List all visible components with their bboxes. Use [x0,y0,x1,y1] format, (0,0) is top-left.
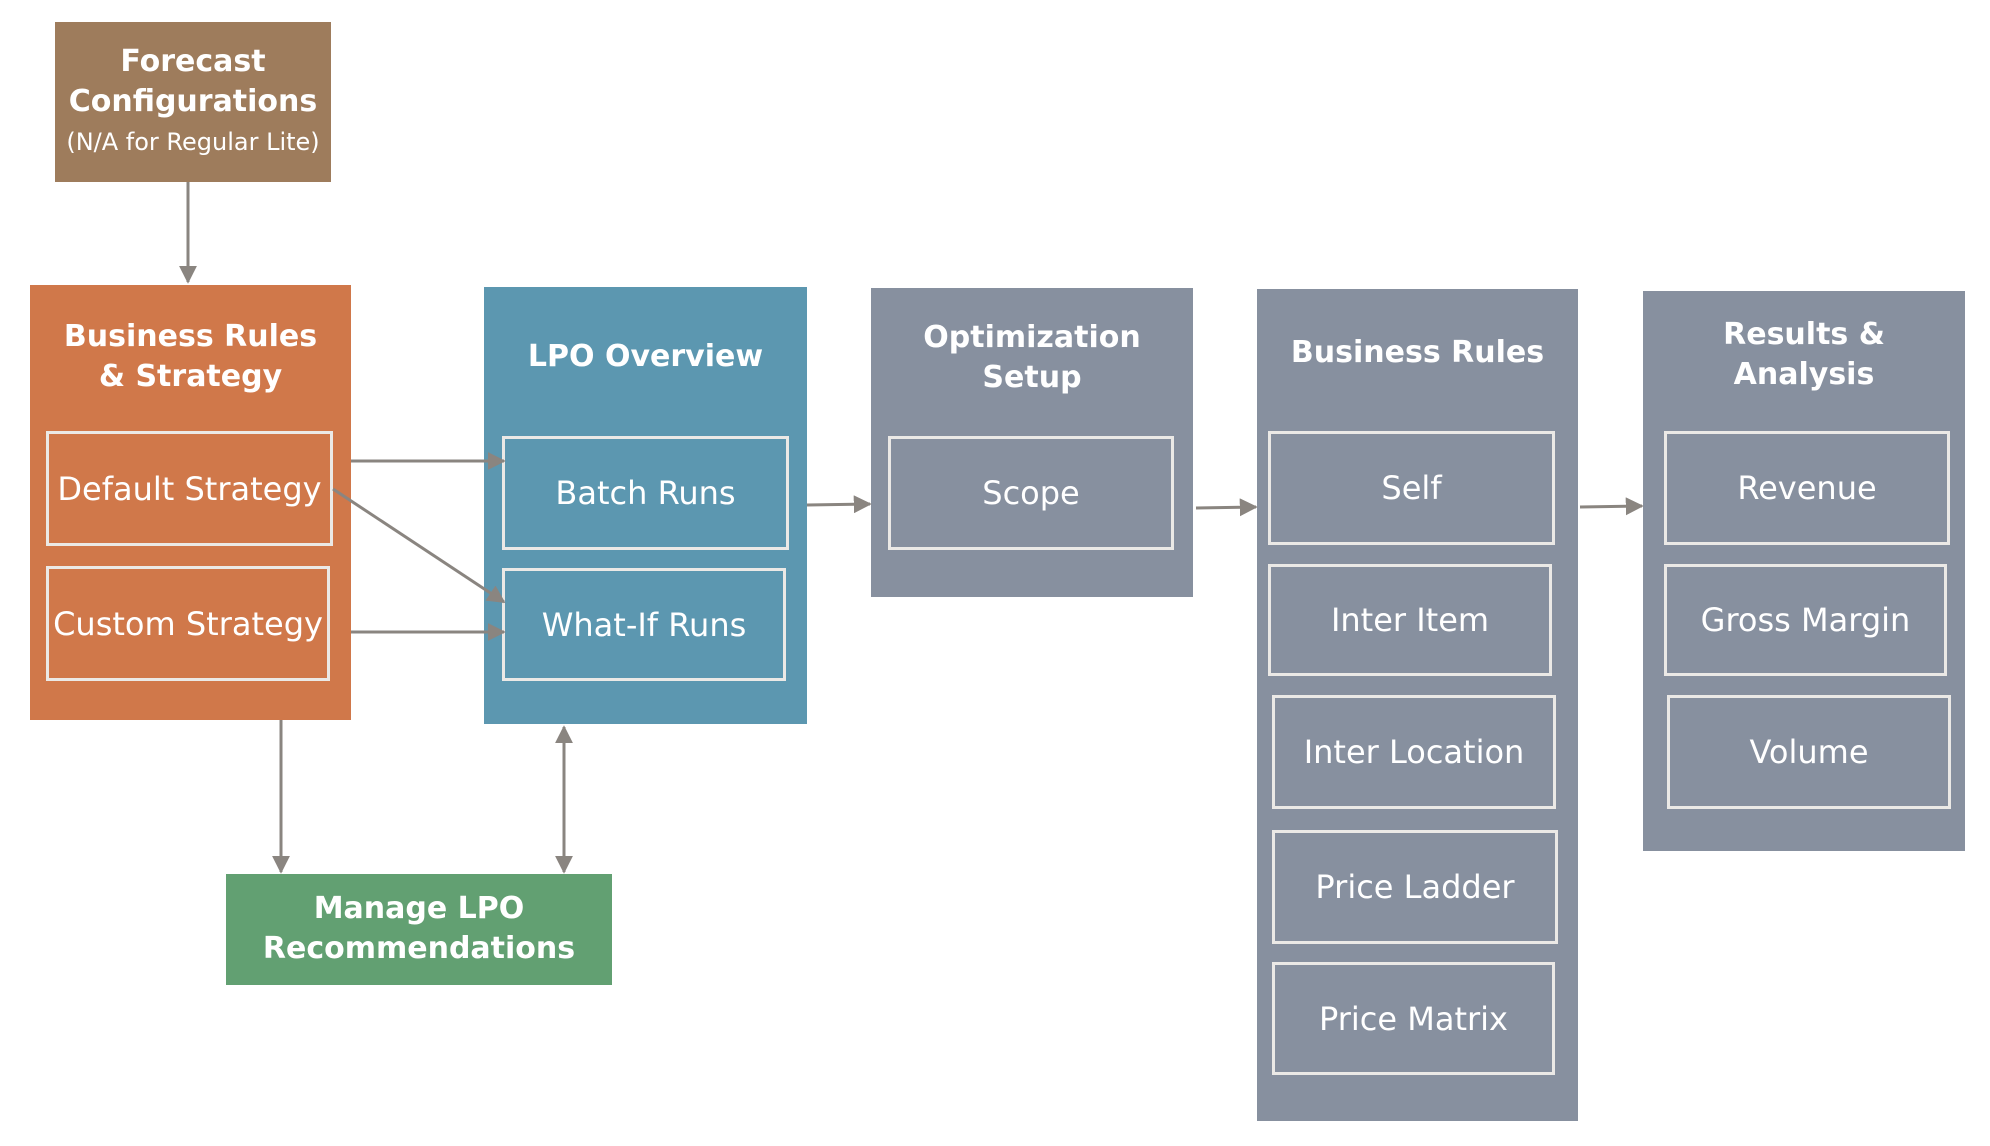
inter-item-rule-item[interactable]: Inter Item [1268,564,1552,676]
arrow-lpo-to-optimization [806,495,872,514]
optimization-setup-box: Optimization Setup [871,288,1193,597]
price-ladder-rule-item[interactable]: Price Ladder [1272,830,1558,944]
inter-location-rule-item[interactable]: Inter Location [1272,695,1556,809]
forecast-configurations-note: (N/A for Regular Lite) [66,128,320,156]
business-rules-box: Business Rules [1257,289,1578,1121]
forecast-configurations-box: Forecast Configurations (N/A for Regular… [55,22,331,182]
business-rules-strategy-title: Business Rules & Strategy [63,319,318,394]
custom-strategy-item[interactable]: Custom Strategy [46,566,330,681]
results-analysis-title: Results & Analysis [1723,317,1885,392]
lpo-overview-box: LPO Overview [484,287,807,724]
manage-lpo-recommendations-box[interactable]: Manage LPO Recommendations [226,874,612,985]
arrow-optimization-to-rules [1195,498,1258,517]
business-rules-strategy-box: Business Rules & Strategy [30,285,351,720]
arrow-rules-to-results [1579,497,1644,516]
batch-runs-item[interactable]: Batch Runs [502,436,789,550]
arrow-default-to-whatif [332,487,506,604]
lpo-overview-title: LPO Overview [527,339,764,374]
volume-item[interactable]: Volume [1667,695,1951,809]
what-if-runs-item[interactable]: What-If Runs [502,568,786,681]
business-rules-title: Business Rules [1290,335,1545,370]
manage-lpo-recommendations-title: Manage LPO Recommendations [262,891,576,966]
optimization-setup-title: Optimization Setup [923,320,1141,395]
self-rule-item[interactable]: Self [1268,431,1555,545]
price-matrix-rule-item[interactable]: Price Matrix [1272,962,1555,1075]
default-strategy-item[interactable]: Default Strategy [46,431,333,546]
scope-item[interactable]: Scope [888,436,1174,550]
results-analysis-box: Results & Analysis [1643,291,1965,851]
revenue-item[interactable]: Revenue [1664,431,1950,545]
forecast-configurations-title: Forecast Configurations [68,44,318,119]
gross-margin-item[interactable]: Gross Margin [1664,564,1947,676]
